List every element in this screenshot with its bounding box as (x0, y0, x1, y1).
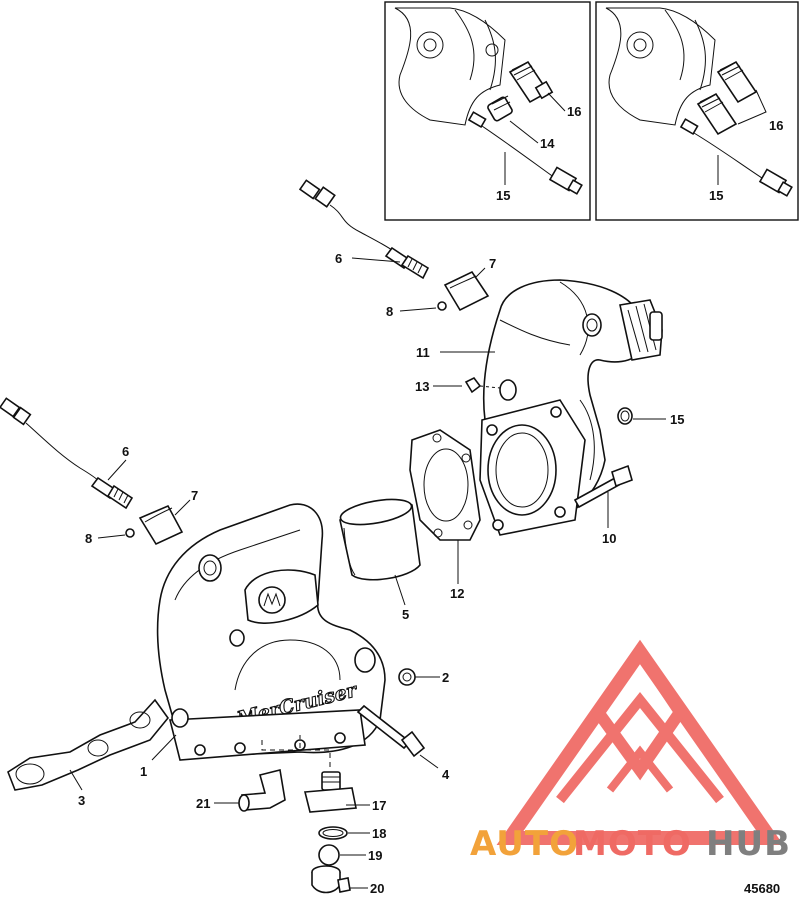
watermark-text-auto: AUTO (470, 824, 579, 864)
callout-4: 4 (442, 767, 450, 782)
water-sensor-part-16 (508, 60, 554, 104)
callout-17: 17 (372, 798, 386, 813)
inset-panel-right: 16 15 (595, 1, 799, 221)
callout-19: 19 (368, 848, 382, 863)
oxygen-sensor-upper-part-6 (298, 179, 430, 280)
callout-18: 18 (372, 826, 386, 841)
screw-lower-part-8 (125, 528, 135, 538)
callout-3: 3 (78, 793, 85, 808)
figure-number: 45680 (744, 881, 780, 896)
oxygen-sensor-lower-part-6 (0, 397, 134, 510)
exhaust-sleeve-part-5 (339, 498, 421, 581)
plug-part-12 (464, 376, 482, 394)
callout-1: 1 (140, 764, 147, 779)
callout-8-lower: 8 (85, 531, 92, 546)
callout-12: 13 (415, 379, 429, 394)
callout-7-lower: 7 (191, 488, 198, 503)
callout-5: 5 (402, 607, 409, 622)
watermark-logo (496, 639, 784, 845)
elbow-fitting-part-21 (238, 769, 286, 812)
manifold-gasket-part-3 (7, 698, 170, 791)
o-ring-part-14 (617, 407, 633, 425)
callout-21: 21 (196, 796, 210, 811)
callout-13: 14 (540, 136, 555, 151)
o-ring-part-2 (398, 668, 416, 686)
screw-upper-part-8 (437, 301, 447, 311)
callout-15a: 15 (496, 188, 510, 203)
callout-15b: 15 (709, 188, 723, 203)
callout-16b: 16 (769, 118, 783, 133)
callout-7-upper: 7 (489, 256, 496, 271)
callout-16a: 16 (567, 104, 581, 119)
watermark-text-moto: MOTO (573, 824, 692, 864)
exhaust-manifold-part-1: MerCruiser (156, 503, 386, 761)
callout-14: 15 (670, 412, 684, 427)
callout-9: 10 (602, 531, 616, 546)
callout-10: 11 (416, 345, 430, 360)
tee-fitting-part-17 (303, 771, 357, 813)
o-ring-part-18 (318, 826, 348, 840)
heat-shield-lower-part-7 (138, 504, 184, 546)
ball-part-19 (318, 844, 340, 866)
water-sensor-part-16-upper (716, 60, 758, 104)
plug-part-13 (487, 95, 513, 122)
heat-shield-upper-part-7 (443, 270, 490, 312)
drain-plug-part-20 (311, 865, 351, 894)
callout-8-upper: 8 (386, 304, 393, 319)
callout-6-upper: 6 (335, 251, 342, 266)
callout-2: 2 (442, 670, 449, 685)
callout-6-lower: 6 (122, 444, 129, 459)
sensor-harness-part-15b (679, 118, 793, 197)
exhaust-elbow-part-10 (479, 279, 663, 536)
elbow-gasket-part-11 (409, 429, 481, 541)
callout-11: 12 (450, 586, 464, 601)
bolt-part-9 (573, 464, 633, 509)
sensor-harness-part-15 (467, 111, 583, 195)
inset-panel-left: 16 14 15 (384, 1, 591, 221)
callout-20: 20 (370, 881, 384, 896)
bolt-part-4 (356, 704, 426, 758)
water-sensor-part-16-lower (696, 92, 738, 136)
watermark-text-hub: HUB (706, 824, 791, 864)
